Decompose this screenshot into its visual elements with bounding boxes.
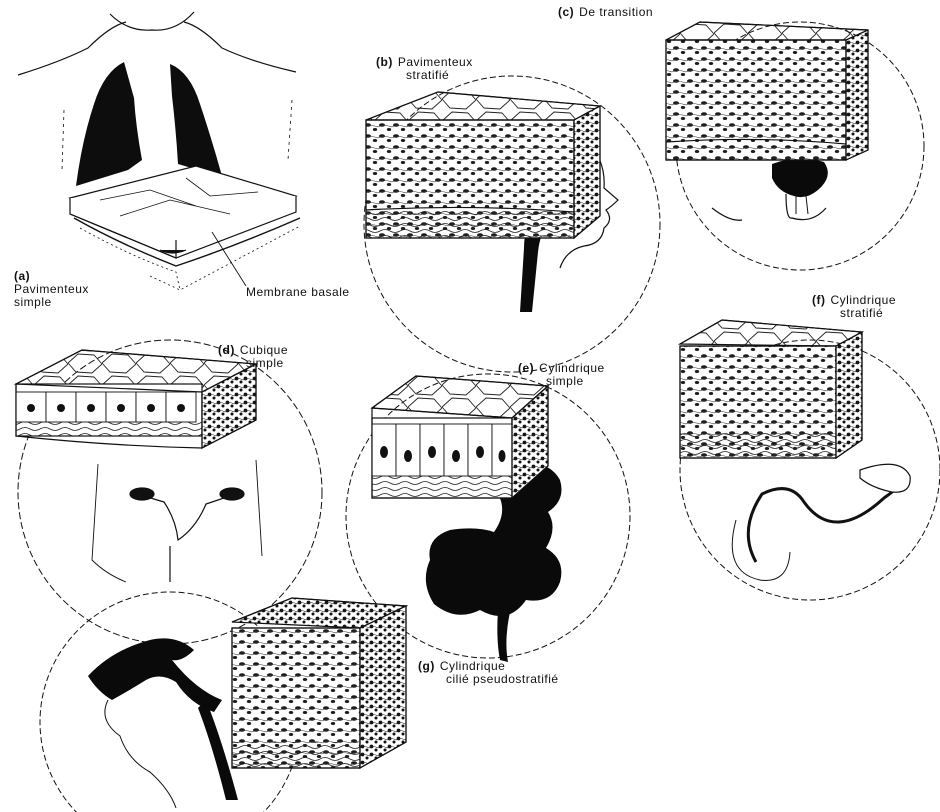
- panel-b-figure: [364, 76, 660, 372]
- label-a-line2: simple: [14, 296, 89, 309]
- right-ovary: [220, 488, 244, 500]
- label-g-letter: (g): [418, 659, 435, 673]
- label-b: (b) Pavimenteux stratifié: [376, 56, 473, 82]
- panel-c-figure: [666, 22, 924, 270]
- label-b-line1: Pavimenteux: [398, 55, 473, 69]
- label-f-letter: (f): [812, 293, 826, 307]
- label-e: (e) Cylindrique simple: [518, 362, 605, 388]
- bladder: [772, 158, 828, 197]
- label-e-line1: Cylindrique: [539, 361, 605, 375]
- label-d-line1: Cubique: [240, 343, 288, 357]
- label-g-line2: cilié pseudostratifié: [418, 673, 559, 686]
- left-lung: [76, 62, 142, 186]
- label-d-line2: simple: [218, 357, 288, 370]
- panel-f-figure: [680, 320, 940, 600]
- label-e-letter: (e): [518, 361, 534, 375]
- panel-d-figure: [16, 340, 322, 644]
- label-c-line1: De transition: [579, 5, 653, 19]
- basement-pointer: [212, 232, 246, 286]
- label-c-letter: (c): [558, 5, 574, 19]
- label-b-letter: (b): [376, 55, 393, 69]
- label-g: (g) Cylindrique cilié pseudostratifié: [418, 660, 559, 686]
- panel-g-figure: [40, 592, 406, 812]
- label-c: (c) De transition: [558, 6, 653, 19]
- label-f: (f) Cylindrique stratifié: [812, 294, 896, 320]
- label-a: (a) Pavimenteux simple: [14, 270, 89, 309]
- right-lung: [170, 64, 222, 176]
- basement-membrane-text: Membrane basale: [246, 285, 350, 299]
- label-b-line2: stratifié: [376, 69, 473, 82]
- label-d: (d) Cubique simple: [218, 344, 288, 370]
- left-ovary: [130, 488, 154, 500]
- label-d-letter: (d): [218, 343, 235, 357]
- label-a-letter: (a): [14, 269, 30, 283]
- label-basement-membrane: Membrane basale: [246, 286, 350, 299]
- urethra: [748, 480, 906, 562]
- label-g-line1: Cylindrique: [440, 659, 506, 673]
- label-f-line1: Cylindrique: [831, 293, 897, 307]
- label-f-line2: stratifié: [812, 307, 896, 320]
- airway: [88, 638, 222, 712]
- neck-line: [110, 12, 194, 30]
- label-e-line2: simple: [518, 375, 605, 388]
- panel-a-figure: [18, 12, 300, 290]
